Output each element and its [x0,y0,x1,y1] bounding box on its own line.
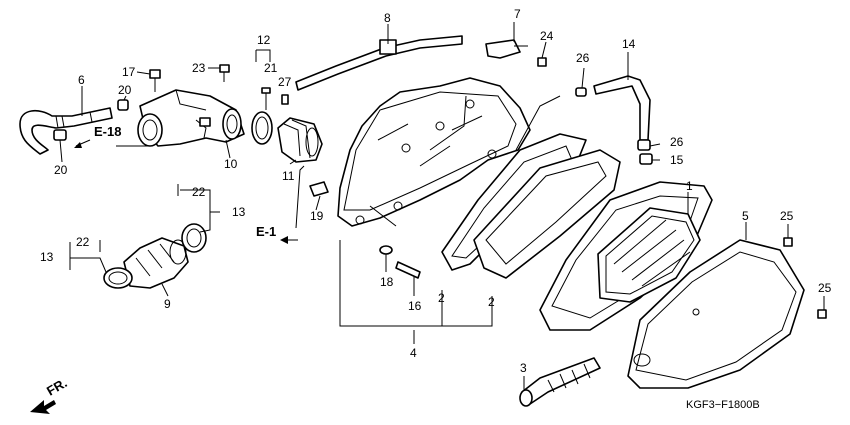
label-part-25a: 25 [780,209,794,223]
label-part-13b: 13 [40,250,54,264]
label-part-9: 9 [164,297,171,311]
label-part-17: 17 [122,65,136,79]
screw-21 [261,87,271,110]
leader-lines [59,22,825,390]
label-part-27: 27 [278,75,292,89]
clip-27 [281,94,289,105]
label-part-6: 6 [78,73,85,87]
clamp-13-left [103,267,133,289]
reference-e1: E-1 [256,224,276,239]
washer-18 [379,245,393,255]
label-part-14: 14 [622,37,636,51]
label-part-22a: 22 [192,185,206,199]
bolt-16 [395,261,421,279]
label-part-5: 5 [742,209,749,223]
label-part-11: 11 [282,169,295,183]
drain-tube-14 [593,75,651,141]
connector-11 [277,117,323,163]
intake-connector-9 [123,237,189,289]
drain-plug-3 [519,357,601,407]
reference-e18: E-18 [94,124,121,139]
arrow-e18 [74,139,91,148]
bolt-24 [537,57,547,67]
label-part-7: 7 [514,7,521,21]
label-part-26a: 26 [576,51,590,65]
label-part-25b: 25 [818,281,832,295]
clip-26-top [575,87,587,97]
label-part-16: 16 [408,299,422,313]
plug-15 [639,153,653,165]
catalog-code: KGF3−F1800B [686,399,760,411]
label-part-26b: 26 [670,135,684,149]
clamp-21 [251,111,273,145]
label-part-24: 24 [540,29,554,43]
clip-19 [309,181,329,197]
label-part-1: 1 [686,179,693,193]
label-part-13a: 13 [232,205,246,219]
label-part-20b: 20 [54,163,68,177]
label-part-10: 10 [224,157,238,171]
bolt-17 [149,69,161,92]
label-part-2b: 2 [488,295,495,309]
label-part-3: 3 [520,361,527,375]
label-part-22b: 22 [76,235,90,249]
label-part-19: 19 [310,209,324,223]
inlet-tube-10 [137,89,245,147]
screw-25-upper [783,237,793,247]
label-part-12: 12 [257,33,271,47]
label-part-2a: 2 [438,291,445,305]
hose-clip-20-left [53,129,67,141]
cover-5 [627,239,805,389]
label-part-18: 18 [380,275,394,289]
label-part-23: 23 [192,61,206,75]
tube-8 [295,35,463,91]
hose-clip-20-top [117,99,129,111]
label-part-20a: 20 [118,83,132,97]
clamp-13-right [181,223,207,253]
front-marker-label: FR. [44,375,70,398]
breather-7 [485,39,528,59]
label-part-8: 8 [384,11,391,25]
element-1 [597,207,701,303]
arrow-e1 [280,236,298,244]
screw-25-lower [817,309,827,319]
air-cleaner-case [337,77,531,227]
seal-2-right [473,149,621,279]
front-arrow-icon [30,400,56,414]
label-part-15: 15 [670,153,684,167]
hose-6 [19,107,113,155]
clip-26-bottom [637,139,651,151]
label-part-21: 21 [264,61,278,75]
label-part-4: 4 [410,346,417,360]
bolt-23 [219,64,230,82]
